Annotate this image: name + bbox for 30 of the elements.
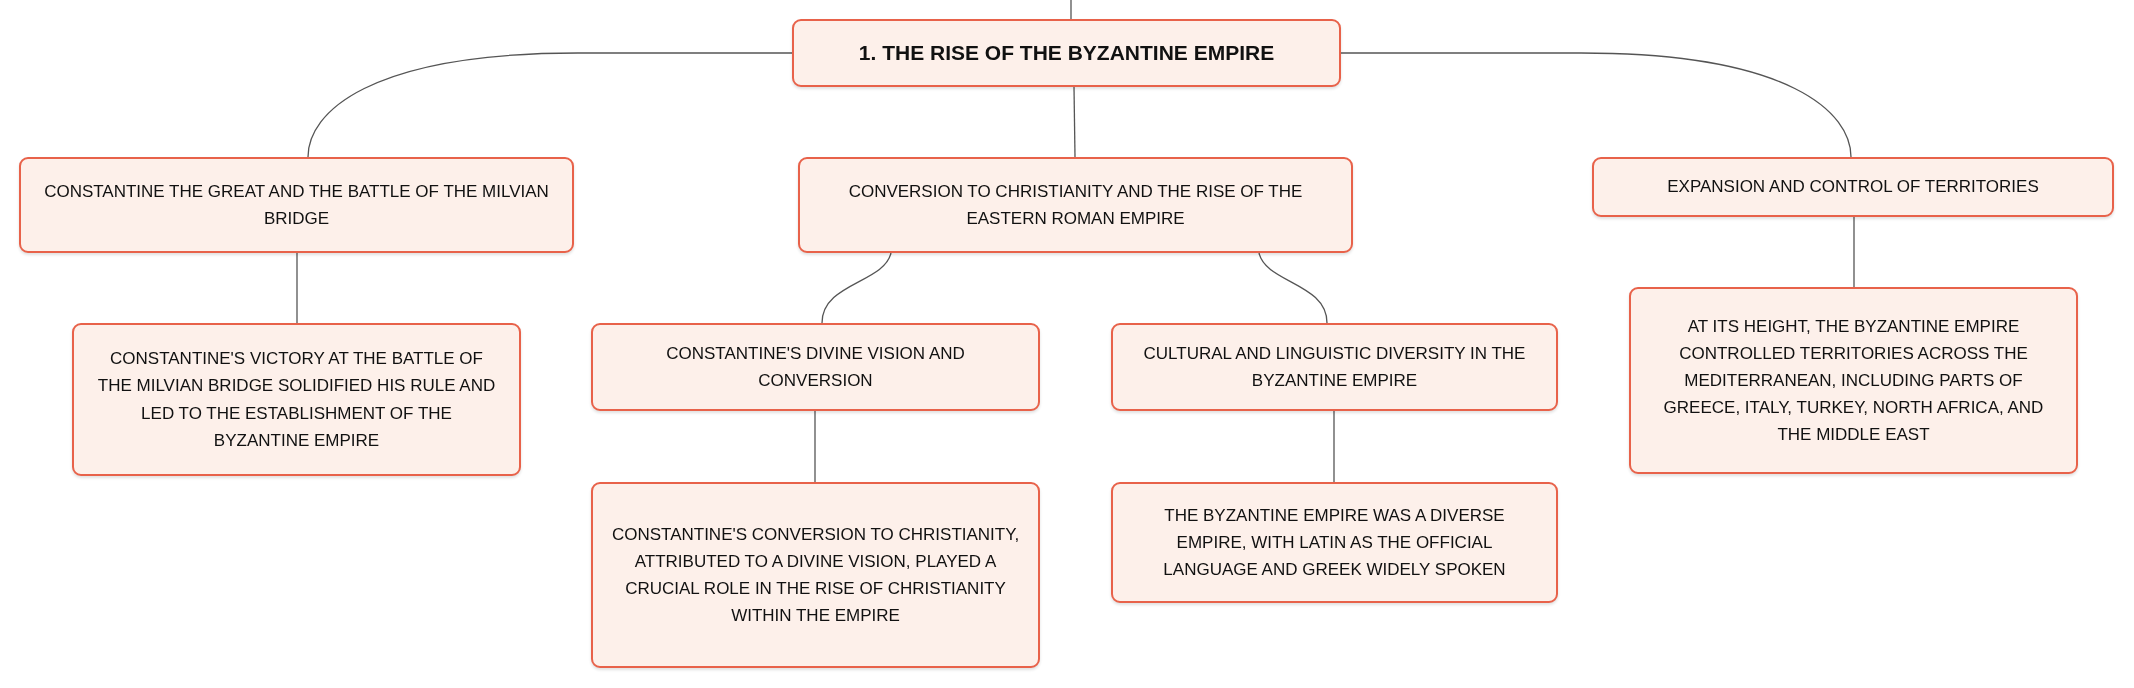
topic-box — [591, 323, 1040, 411]
central-topic-box — [792, 19, 1341, 87]
topic-text: CONVERSION TO CHRISTIANITY AND THE RISE OF THE EASTERN ROMAN EMPIRE — [847, 180, 1304, 230]
connector-line — [1073, 86, 1076, 158]
topic-text: CONSTANTINE'S DIVINE VISION AND CONVERSION — [665, 342, 966, 392]
topic-text: THE BYZANTINE EMPIRE WAS A DIVERSE EMPIRE, WITH LATIN AS THE OFFICIAL LANGUAGE AND GREEK WIDELY SPOKEN — [1162, 504, 1507, 582]
connector-line — [296, 252, 298, 324]
connector-line — [1333, 410, 1335, 483]
topic-title: 1. THE RISE OF THE BYZANTINE EMPIRE — [858, 40, 1275, 67]
connector-line — [307, 52, 793, 158]
topic-text: CULTURAL AND LINGUISTIC DIVERSITY IN THE BYZANTINE EMPIRE — [1142, 342, 1527, 392]
connector-line — [814, 410, 816, 483]
topic-text: CONSTANTINE THE GREAT AND THE BATTLE OF THE MILVIAN BRIDGE — [43, 180, 550, 230]
topic-text: CONSTANTINE'S VICTORY AT THE BATTLE OF THE MILVIAN BRIDGE SOLIDIFIED HIS RULE AND LED TO THE ESTABLISHMENT OF THE BYZANTINE EMPIRE — [96, 348, 497, 452]
topic-box — [72, 323, 521, 476]
topic-text: EXPANSION AND CONTROL OF TERRITORIES — [1667, 176, 2039, 199]
topic-text: CONSTANTINE'S CONVERSION TO CHRISTIANITY, ATTRIBUTED TO A DIVINE VISION, PLAYED A CRUCIAL ROLE IN THE RISE OF CHRISTIANITY WITHIN THE EMPIRE — [611, 523, 1020, 628]
topic-box — [1111, 482, 1558, 603]
topic-box — [1629, 287, 2078, 474]
connector-line — [1070, 0, 1072, 20]
connector-line — [1258, 252, 1328, 324]
topic-box — [19, 157, 574, 253]
connector-line — [1340, 52, 1852, 158]
connector-line — [821, 252, 892, 324]
topic-box — [591, 482, 1040, 668]
topic-text: AT ITS HEIGHT, THE BYZANTINE EMPIRE CONTROLLED TERRITORIES ACROSS THE MEDITERRANEAN, INCLUDING PARTS OF GREECE, ITALY, TURKEY, NORTH AFRICA, AND THE MIDDLE EAST — [1662, 315, 2045, 447]
topic-box — [1111, 323, 1558, 411]
connector-line — [1853, 216, 1855, 288]
topic-box — [1592, 157, 2114, 217]
topic-box — [798, 157, 1353, 253]
